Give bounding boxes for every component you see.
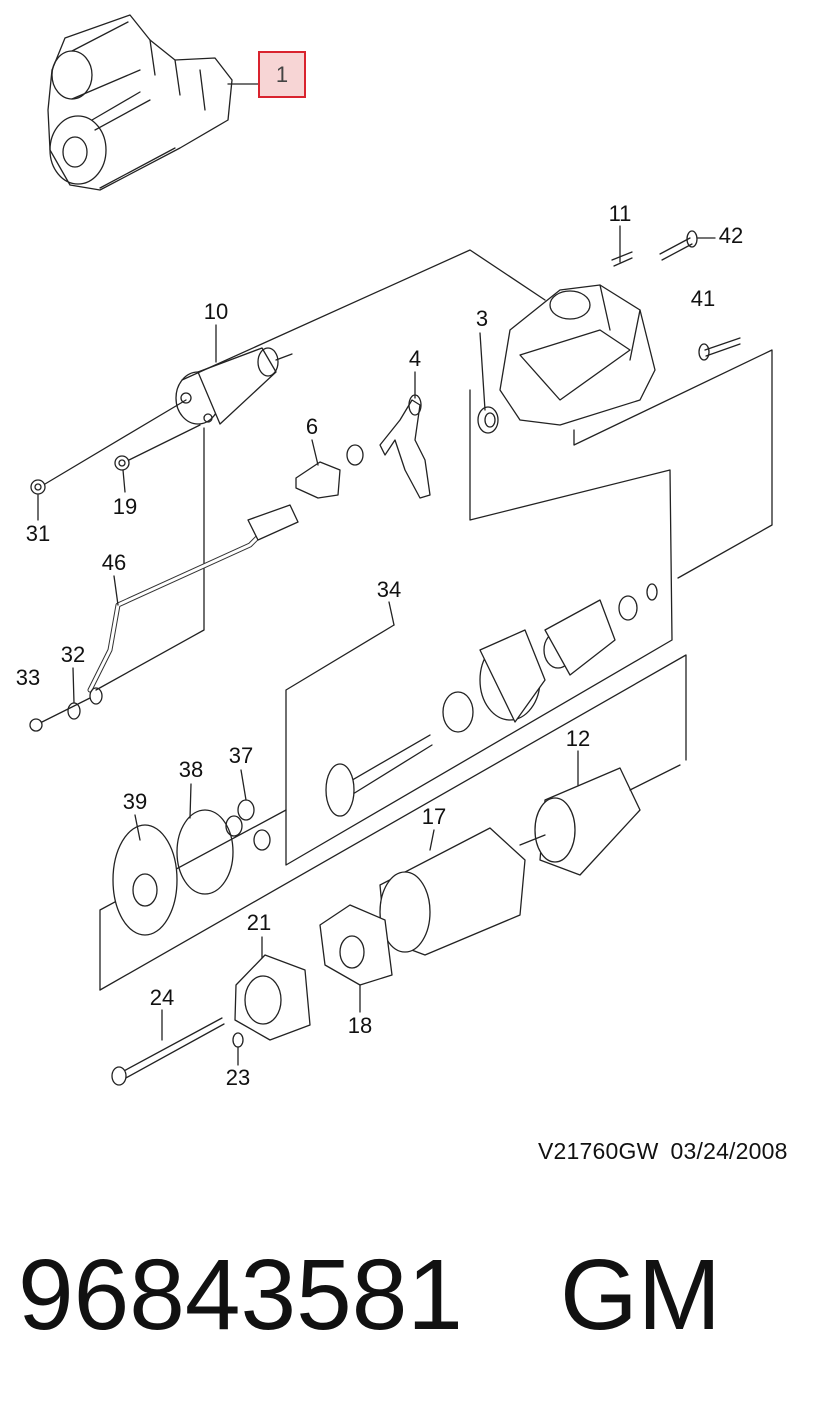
armature-drawing bbox=[519, 764, 681, 876]
callout-38[interactable]: 38 bbox=[178, 757, 204, 782]
callout-31[interactable]: 31 bbox=[25, 521, 51, 546]
callout-4[interactable]: 4 bbox=[408, 346, 422, 371]
solenoid-drawing bbox=[175, 347, 293, 425]
callout-6[interactable]: 6 bbox=[305, 414, 319, 439]
planetary-gear-drawing bbox=[325, 583, 658, 817]
part-number: 96843581 bbox=[18, 1239, 463, 1351]
starter-assembly-drawing bbox=[47, 14, 261, 191]
callout-17[interactable]: 17 bbox=[421, 804, 447, 829]
callout-12[interactable]: 12 bbox=[565, 726, 591, 751]
callout-41[interactable]: 41 bbox=[690, 286, 716, 311]
callout-46[interactable]: 46 bbox=[101, 550, 127, 575]
callout-34[interactable]: 34 bbox=[376, 577, 402, 602]
callout-3[interactable]: 3 bbox=[475, 306, 489, 331]
reference-date: 03/24/2008 bbox=[670, 1138, 788, 1164]
drive-housing-drawing bbox=[499, 284, 656, 426]
callout-32[interactable]: 32 bbox=[60, 642, 86, 667]
callout-1-highlighted[interactable]: 1 bbox=[258, 51, 306, 98]
callout-33[interactable]: 33 bbox=[15, 665, 41, 690]
reference-code-id: V21760GW bbox=[538, 1138, 659, 1164]
callout-42[interactable]: 42 bbox=[718, 223, 744, 248]
callout-18[interactable]: 18 bbox=[347, 1013, 373, 1038]
callout-23[interactable]: 23 bbox=[225, 1065, 251, 1090]
callout-21[interactable]: 21 bbox=[246, 910, 272, 935]
callout-10[interactable]: 10 bbox=[203, 299, 229, 324]
callout-39[interactable]: 39 bbox=[122, 789, 148, 814]
callout-37[interactable]: 37 bbox=[228, 743, 254, 768]
callout-24[interactable]: 24 bbox=[149, 985, 175, 1010]
brand-name: GM bbox=[560, 1239, 722, 1351]
callout-19[interactable]: 19 bbox=[112, 494, 138, 519]
field-frame-drawing bbox=[379, 827, 526, 956]
reference-code: V21760GW 03/24/2008 bbox=[538, 1138, 788, 1165]
callout-11[interactable]: 11 bbox=[608, 201, 632, 226]
